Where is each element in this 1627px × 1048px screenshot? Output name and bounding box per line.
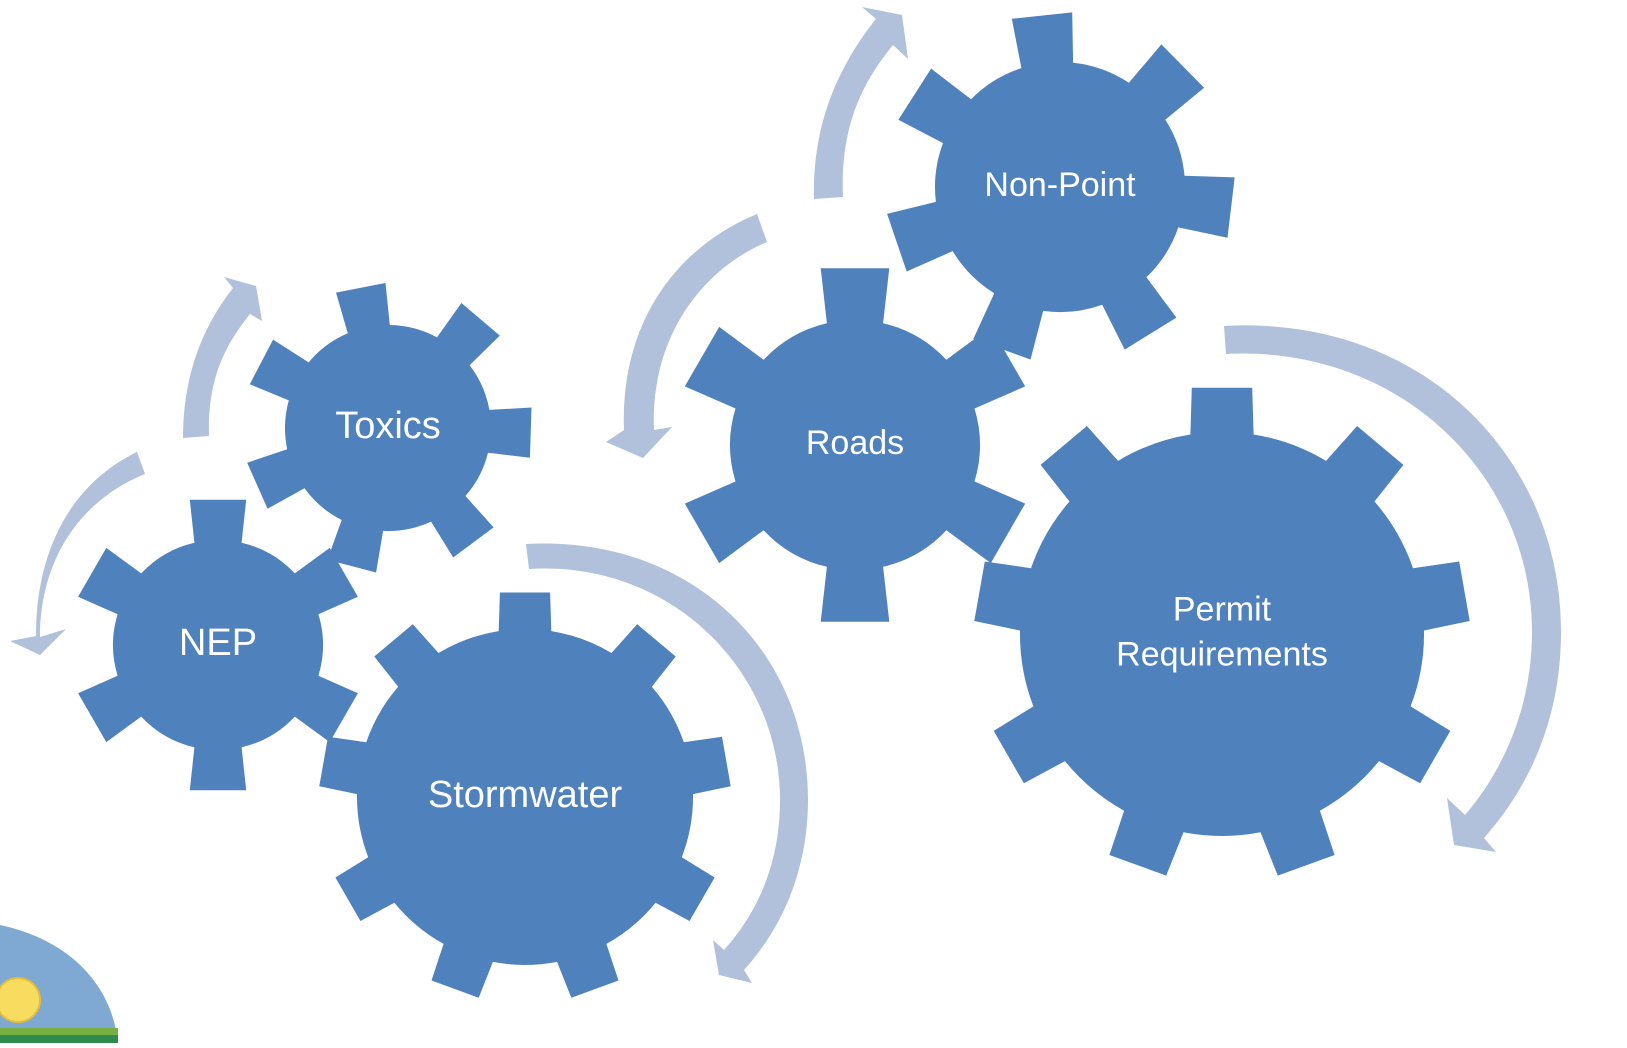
gear-nep-label: NEP	[179, 622, 257, 664]
gear-permit-requirements-body	[974, 387, 1470, 876]
gear-non-point-label: Non-Point	[984, 166, 1136, 204]
gear-roads-label: Roads	[806, 424, 904, 462]
gear-stormwater: Stormwater	[319, 592, 731, 998]
gear-nep: NEP	[78, 499, 358, 791]
arrow-nonpoint-cycle	[813, 7, 908, 199]
arrow-permit-cycle	[1224, 325, 1561, 852]
gear-non-point: Non-Point	[887, 12, 1235, 360]
arrow-toxics-cycle	[183, 277, 262, 438]
gear-non-point-body	[887, 12, 1235, 360]
gear-toxics: Toxics	[247, 283, 532, 573]
gear-toxics-label: Toxics	[335, 405, 441, 447]
sun-over-hill-logo-icon	[0, 925, 118, 1043]
gear-toxics-body	[247, 283, 532, 573]
gear-permit-requirements-label: Permit	[1173, 590, 1272, 628]
gear-permit-requirements-label: Requirements	[1116, 635, 1328, 673]
arrow-nep-cycle	[10, 452, 145, 655]
gear-stormwater-label: Stormwater	[428, 774, 623, 816]
gear-stormwater-body	[319, 592, 731, 998]
arrow-stormwater-cycle	[526, 543, 808, 983]
cycle-arrows	[10, 7, 1561, 983]
gear-roads-body	[684, 268, 1026, 622]
gear-nep-body	[78, 499, 358, 791]
gear-roads: Roads	[684, 268, 1026, 622]
arrow-roads-cycle	[606, 214, 767, 458]
